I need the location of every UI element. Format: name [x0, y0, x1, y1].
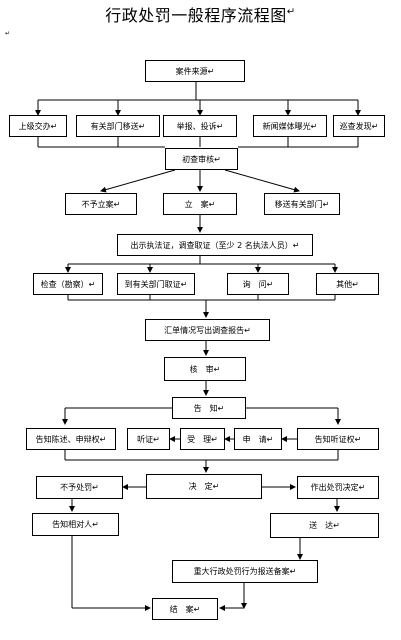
major-report-box: 重大行政处罚行为报送备案↵ — [172, 560, 318, 583]
close-box: 结 案↵ — [152, 598, 218, 620]
source-media-box: 新闻媒体曝光↵ — [253, 115, 327, 137]
notify-hearing-box: 告知听证权↵ — [297, 428, 379, 450]
method-dept-evidence-box: 到有关部门取证↵ — [117, 273, 195, 295]
filed-box: 立 案↵ — [163, 193, 237, 215]
notify-defense-box: 告知陈述、申辩权↵ — [26, 428, 116, 450]
initial-review-box: 初查审核↵ — [165, 148, 238, 170]
source-inspection-box: 巡查发现↵ — [333, 115, 385, 137]
accept-box: 受 理↵ — [180, 428, 225, 450]
source-report-box: 举报、投诉↵ — [163, 115, 237, 137]
corner-mark: ↵ — [5, 30, 11, 37]
source-superior-box: 上级交办↵ — [9, 115, 67, 137]
paragraph-mark: ↵ — [286, 6, 296, 18]
penalty-decision-box: 作出处罚决定↵ — [297, 476, 379, 499]
notify-party-box: 告知相对人↵ — [32, 513, 119, 536]
hearing-box: 听证↵ — [127, 428, 170, 450]
apply-box: 申 请↵ — [234, 428, 282, 450]
page-title: 行政处罚一般程序流程图↵ — [105, 6, 296, 25]
transfer-dept-box: 移送有关部门↵ — [264, 193, 340, 215]
summary-report-box: 汇单情况写出调查报告↵ — [145, 319, 270, 341]
method-other-box: 其他↵ — [316, 273, 379, 295]
decide-box: 决 定↵ — [146, 474, 262, 499]
notify-box: 告 知↵ — [172, 397, 246, 419]
method-inspect-box: 检查（勘察）↵ — [33, 273, 103, 295]
arrow-connector — [224, 169, 300, 193]
investigation-box: 出示执法证，调查取证（至少 2 名执法人员）↵ — [117, 234, 313, 256]
review-box: 核 审↵ — [164, 357, 246, 381]
arrow-connector — [100, 169, 176, 193]
source-dept-transfer-box: 有关部门移送↵ — [76, 115, 160, 137]
method-inquiry-box: 询 问↵ — [227, 273, 289, 295]
case-source-box: 案件来源↵ — [145, 60, 245, 82]
no-penalty-box: 不予处罚↵ — [36, 476, 123, 499]
not-filed-box: 不予立案↵ — [65, 193, 137, 215]
deliver-box: 送 达↵ — [270, 513, 379, 538]
